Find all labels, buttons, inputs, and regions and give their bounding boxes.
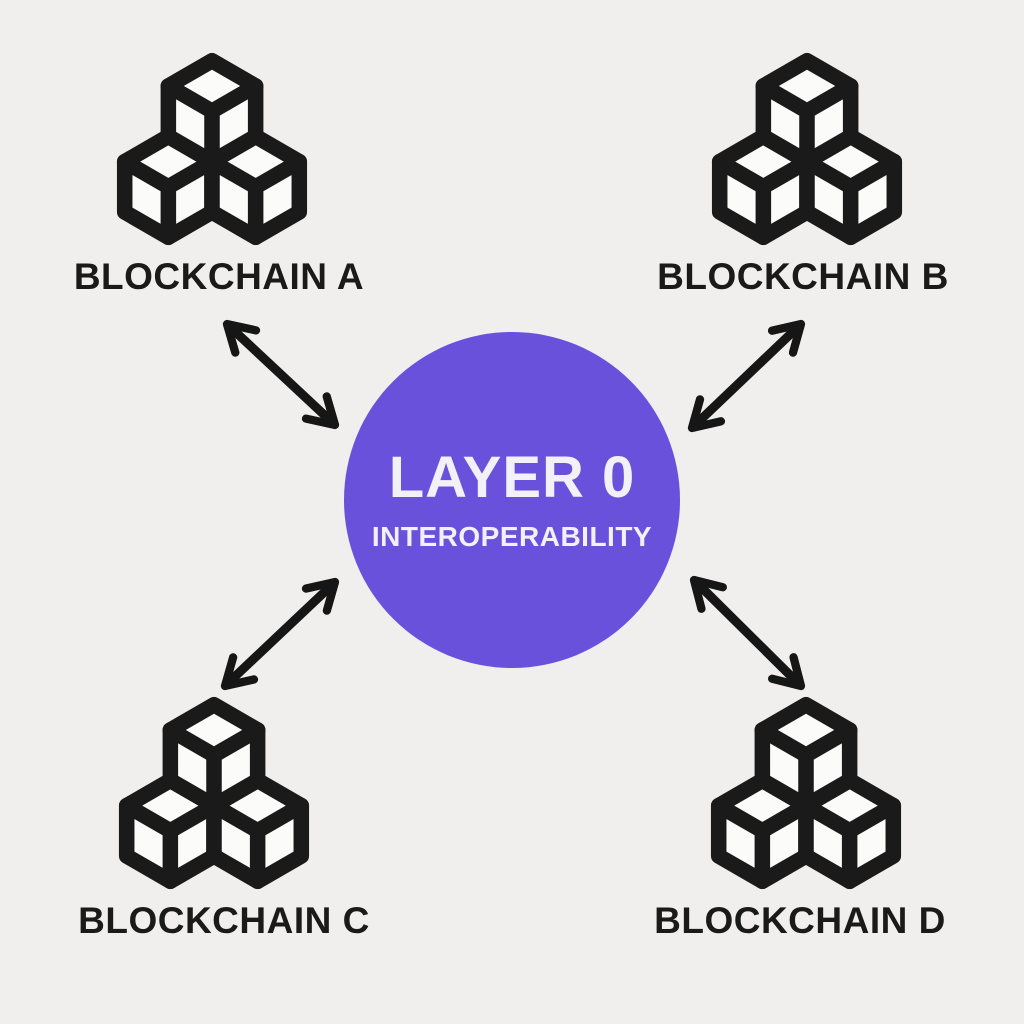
cube-stack-icon — [709, 696, 903, 890]
node-label-blockchain-c: BLOCKCHAIN C — [78, 900, 370, 941]
arrow-blockchain-a-hub — [222, 319, 340, 430]
arrow-blockchain-c-hub — [220, 577, 340, 691]
cube-stack-icon — [115, 52, 309, 246]
hub-subtitle: INTEROPERABILITY — [371, 521, 653, 552]
cube-stack-icon — [710, 52, 904, 246]
arrow-blockchain-b-hub — [687, 319, 806, 433]
layer-0-hub: LAYER 0 INTEROPERABILITY — [344, 332, 680, 668]
node-label-blockchain-b: BLOCKCHAIN B — [657, 256, 949, 297]
node-label-blockchain-a: BLOCKCHAIN A — [73, 256, 365, 297]
arrow-blockchain-d-hub — [689, 575, 806, 691]
cube-stack-icon — [117, 696, 311, 890]
hub-title: LAYER 0 — [388, 445, 636, 510]
node-label-blockchain-d: BLOCKCHAIN D — [654, 900, 946, 941]
